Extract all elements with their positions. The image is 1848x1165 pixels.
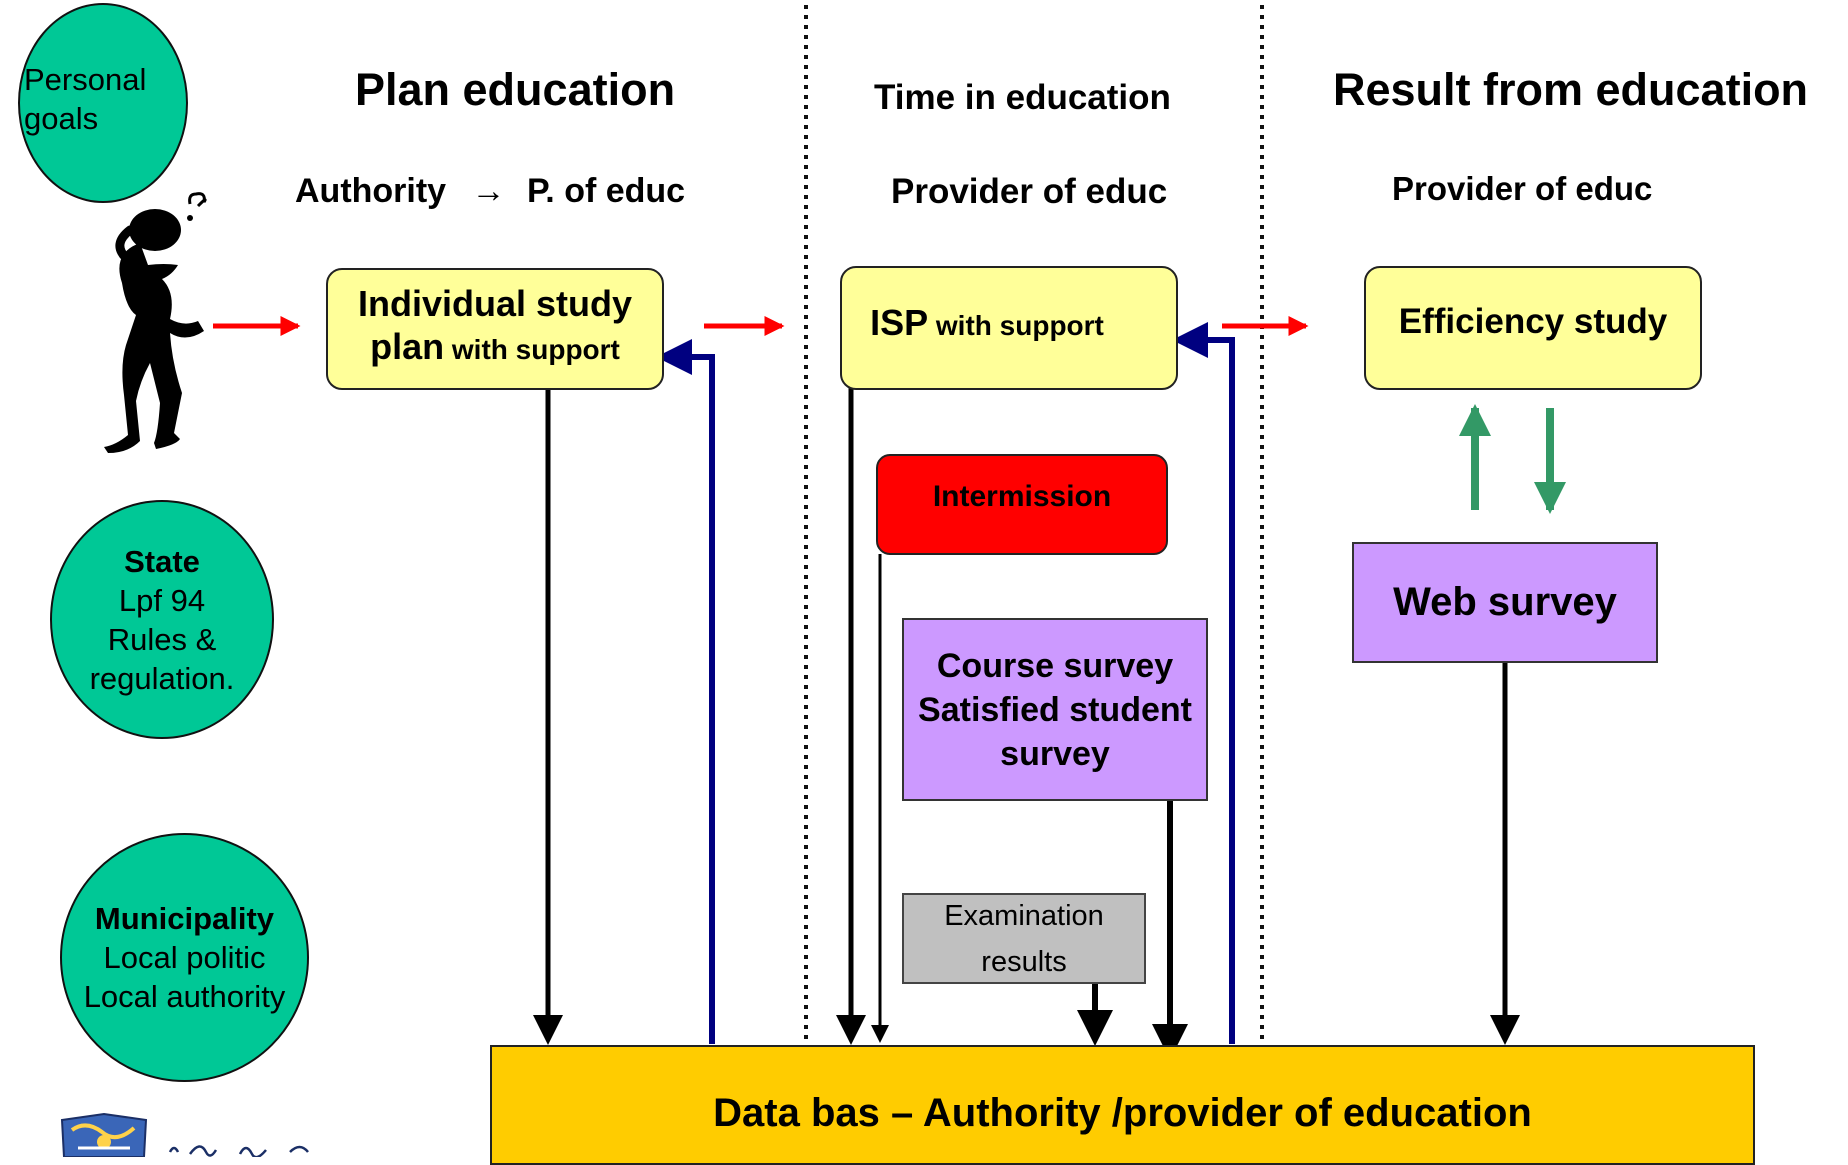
state-circle: State Lpf 94 Rules & regulation.: [50, 500, 274, 739]
isp-plan-line2: plan with support: [370, 326, 620, 376]
state-title: State: [124, 543, 200, 579]
isp-box: ISP with support: [840, 266, 1178, 390]
intermission-label: Intermission: [932, 480, 1112, 513]
plan-to-label: P. of educ: [527, 172, 686, 210]
state-line2: Rules &: [107, 621, 217, 657]
plan-heading: Plan education: [355, 64, 676, 115]
plan-subheading: Authority → P. of educ: [295, 172, 685, 211]
isp-box-text: ISP with support: [870, 302, 1104, 344]
course-survey-box: Course survey Satisfied student survey: [902, 618, 1208, 801]
personal-goals-circle: Personal goals: [18, 3, 188, 203]
municipality-title: Municipality: [94, 901, 275, 936]
crest-script-mark: [168, 1145, 309, 1157]
examination-line2: results: [981, 945, 1067, 978]
efficiency-study-label: Efficiency study: [1398, 302, 1668, 341]
examination-results-box: Examination results: [902, 893, 1146, 984]
time-subheading: Provider of educ: [891, 172, 1168, 211]
web-survey-label: Web survey: [1393, 580, 1617, 624]
personal-goals-line2: goals: [24, 101, 99, 136]
individual-study-plan-box: Individual study plan with support: [326, 268, 664, 390]
course-survey-line3: survey: [1000, 734, 1110, 773]
municipality-line1: Local politic: [103, 940, 266, 975]
crest-logo-icon: [60, 1112, 148, 1157]
time-heading: Time in education: [874, 78, 1171, 117]
state-line1: Lpf 94: [118, 582, 206, 618]
isp-plan-line1: Individual study: [357, 283, 633, 324]
blue-arrow-to-plan: [656, 339, 715, 1044]
course-survey-line1: Course survey: [936, 646, 1174, 685]
result-heading: Result from education: [1333, 64, 1809, 115]
isp-plan-plan-word: plan: [370, 326, 445, 367]
personal-goals-line1: Personal: [24, 62, 147, 97]
municipality-line2: Local authority: [83, 979, 286, 1014]
state-line3: regulation.: [89, 660, 235, 696]
database-label: Data bas – Authority /provider of educat…: [713, 1091, 1532, 1135]
database-box: Data bas – Authority /provider of educat…: [490, 1045, 1755, 1165]
course-survey-line2: Satisfied student: [918, 690, 1192, 729]
plan-from-label: Authority: [295, 172, 447, 210]
municipality-circle: Municipality Local politic Local authori…: [60, 833, 309, 1082]
result-subheading: Provider of educ: [1392, 170, 1653, 207]
efficiency-study-box: Efficiency study: [1364, 266, 1702, 390]
web-survey-box: Web survey: [1352, 542, 1658, 663]
right-arrow-icon: →: [471, 172, 506, 210]
isp-label: ISP: [870, 302, 929, 343]
isp-plan-support: with support: [444, 334, 620, 365]
examination-line1: Examination: [944, 899, 1104, 932]
blue-arrow-to-isp: [1172, 322, 1235, 1044]
intermission-box: Intermission: [876, 454, 1168, 555]
isp-support: with support: [928, 310, 1104, 341]
thinking-person-icon: [104, 192, 207, 453]
